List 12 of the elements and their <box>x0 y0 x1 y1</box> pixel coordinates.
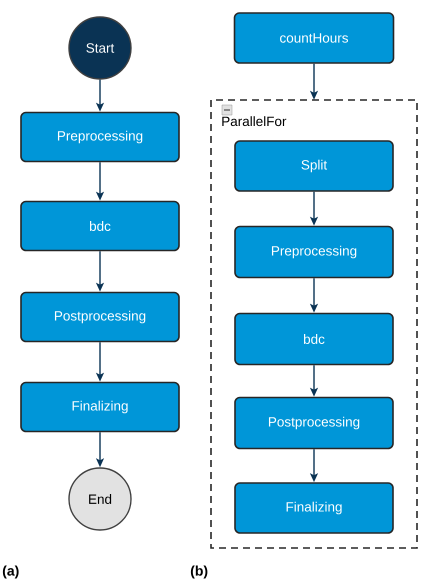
panel-label: (a) <box>2 565 19 579</box>
process-box: Finalizing <box>20 382 180 432</box>
process-box: Preprocessing <box>20 112 180 162</box>
process-box: Postprocessing <box>20 292 180 342</box>
process-box: bdc <box>234 312 394 366</box>
panel-label: (b) <box>190 565 208 579</box>
process-box: Split <box>234 140 394 192</box>
process-box: Finalizing <box>234 482 394 534</box>
process-box: bdc <box>20 200 180 252</box>
process-box: countHours <box>234 12 394 64</box>
process-box: Preprocessing <box>234 226 394 278</box>
process-box: Postprocessing <box>234 396 394 450</box>
